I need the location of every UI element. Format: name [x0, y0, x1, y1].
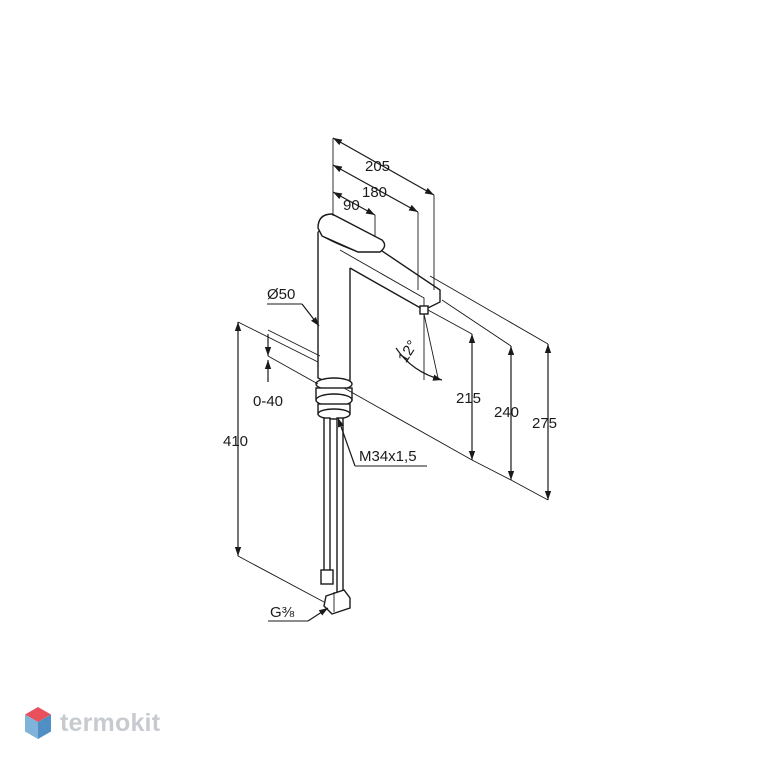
- dim-275-label: 275: [532, 415, 557, 432]
- dim-0-40-label: 0-40: [253, 393, 283, 410]
- dimension-0-40: 0-40: [253, 329, 321, 410]
- watermark-brand: termokit: [60, 708, 161, 737]
- thread-mount-label: M34x1,5: [359, 448, 417, 465]
- callout-thread-connection: G⅜: [268, 604, 329, 622]
- dim-240-label: 240: [494, 404, 519, 421]
- dimension-angle: 12°: [395, 313, 443, 381]
- dimension-275: 275: [429, 275, 557, 501]
- dim-180-label: 180: [362, 184, 387, 201]
- dimension-215: 215: [343, 309, 481, 461]
- dim-90-label: 90: [343, 197, 360, 214]
- supply-hoses: [320, 417, 351, 615]
- thread-connection-label: G⅜: [270, 604, 295, 621]
- watermark-logo: termokit: [24, 706, 160, 740]
- dim-205-label: 205: [365, 158, 390, 175]
- hexagon-cube-icon: [25, 707, 51, 739]
- dimension-410: 410: [223, 321, 325, 603]
- dim-215-label: 215: [456, 390, 481, 407]
- faucet-base-rings: [315, 377, 353, 420]
- callout-thread-mount: M34x1,5: [337, 417, 427, 467]
- dim-angle-label: 12°: [395, 337, 421, 365]
- dimension-diameter: Ø50: [267, 286, 320, 327]
- faucet-body: [317, 213, 441, 384]
- dimension-240: 240: [441, 299, 519, 481]
- dimension-90: 90: [332, 191, 376, 236]
- dim-410-label: 410: [223, 433, 248, 450]
- dim-diameter-label: Ø50: [267, 286, 295, 303]
